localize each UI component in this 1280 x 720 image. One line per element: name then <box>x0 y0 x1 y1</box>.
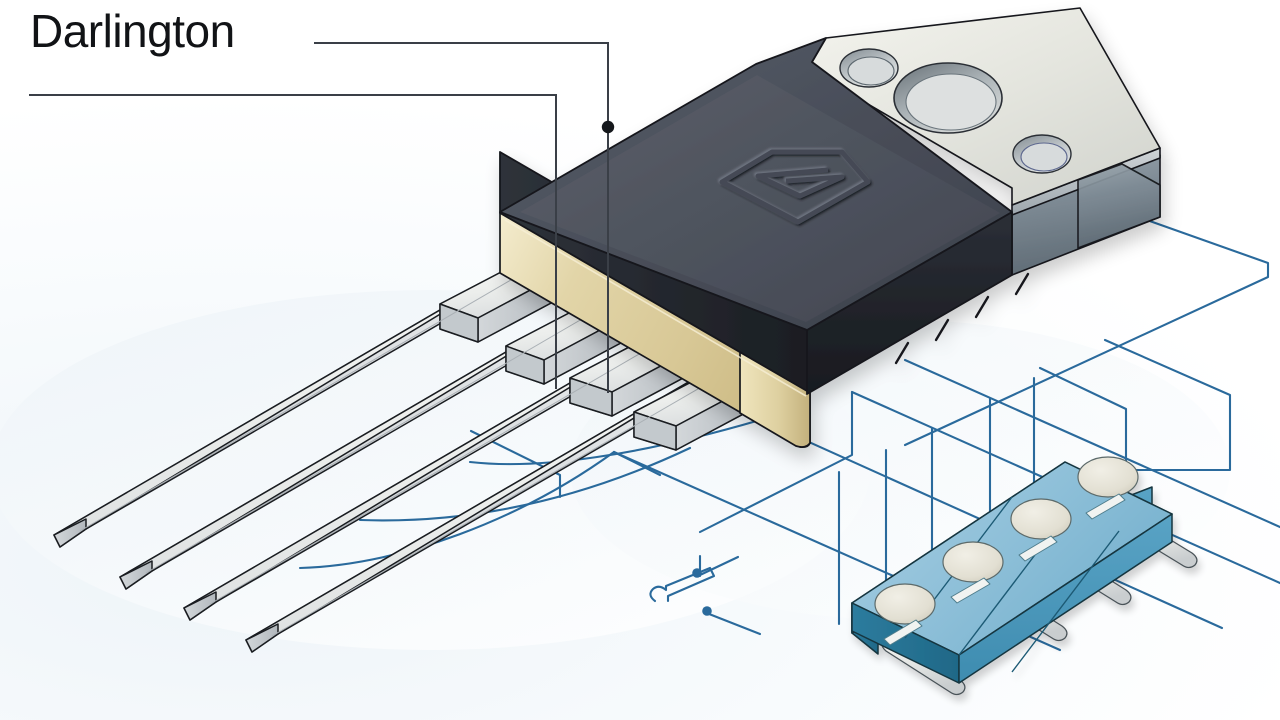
trace-11 <box>469 429 562 499</box>
logo-diamond-outline <box>719 149 871 225</box>
wire-hook <box>649 566 716 603</box>
callout-label-darlington: Darlington <box>30 5 235 57</box>
mounting-tab <box>811 7 1161 276</box>
trace-tap-ticks <box>894 272 1030 365</box>
callout-leaders <box>29 42 615 393</box>
transistor-package <box>499 7 1161 449</box>
tab-hole-small-upper <box>839 48 899 88</box>
wire-lead-lower <box>702 610 762 636</box>
trace-curve-1 <box>468 418 762 466</box>
connector-pads <box>874 456 1139 625</box>
trace-1 <box>903 207 1270 447</box>
connector-side-plane <box>958 513 1173 684</box>
lead-3 <box>183 328 701 621</box>
embossed-logo <box>719 149 871 225</box>
tan-end-cap <box>739 351 811 448</box>
logo-e-mark <box>755 167 845 199</box>
trace-10 <box>612 450 662 477</box>
connector-slot-4 <box>1085 493 1126 520</box>
connector-slot-3 <box>1018 535 1058 562</box>
trace-curve-3 <box>298 450 616 570</box>
lead-frame <box>53 255 765 653</box>
wire-terminal-dot-1 <box>692 568 702 578</box>
trace-9 <box>698 390 854 534</box>
tab-hole-large-center <box>893 62 1003 134</box>
connector-pad-4 <box>1077 456 1139 498</box>
connector-slots <box>883 493 1126 646</box>
tab-hole-small-lower <box>1012 134 1072 174</box>
leader-upper-dot <box>601 120 615 134</box>
connector-pad-2 <box>942 541 1004 583</box>
tab-notch <box>1077 163 1161 249</box>
trace-2 <box>1103 338 1232 472</box>
leader-upper <box>314 42 609 393</box>
tap-tick-3 <box>974 295 990 319</box>
tap-tick-2 <box>934 318 950 342</box>
tap-tick-1 <box>894 341 910 365</box>
wire-detail <box>649 555 762 636</box>
wire-terminal-dot-2 <box>702 606 712 616</box>
wire-lead-upper <box>698 555 740 577</box>
package-dark-body <box>499 37 1013 395</box>
body-top-face <box>499 37 1013 331</box>
connector-pad-1 <box>874 583 936 625</box>
connector-seam-3 <box>1011 530 1120 673</box>
leader-lower <box>29 94 557 389</box>
tap-tick-4 <box>1014 272 1030 296</box>
connector-pad-3 <box>1010 498 1072 540</box>
connector-strip <box>851 456 1198 696</box>
trace-4 <box>903 358 1280 529</box>
connector-slot-2 <box>950 577 991 604</box>
connector-slot-1 <box>883 619 923 646</box>
